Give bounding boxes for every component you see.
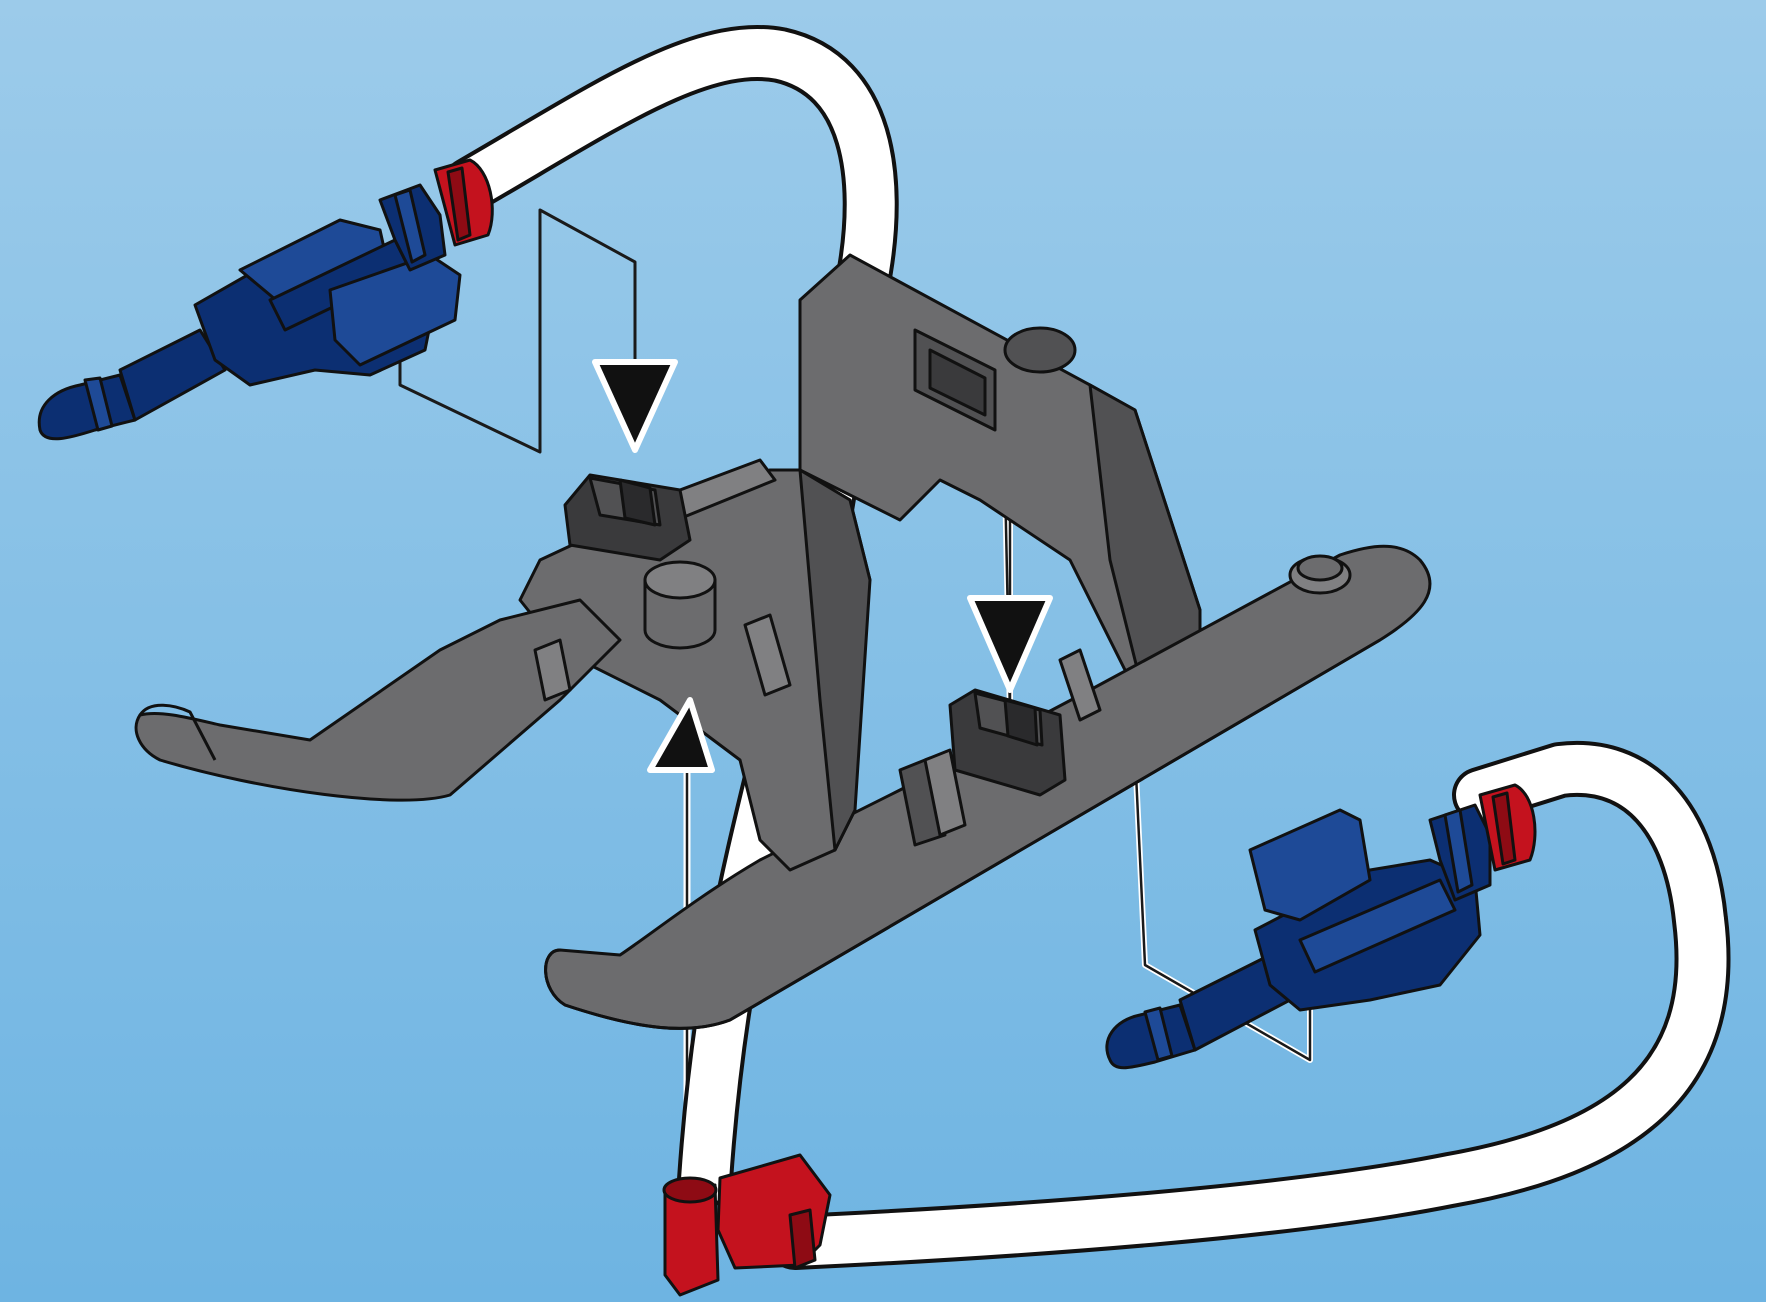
- frame-rear-knob: [1005, 328, 1075, 372]
- clip-receiver-left: [565, 475, 690, 560]
